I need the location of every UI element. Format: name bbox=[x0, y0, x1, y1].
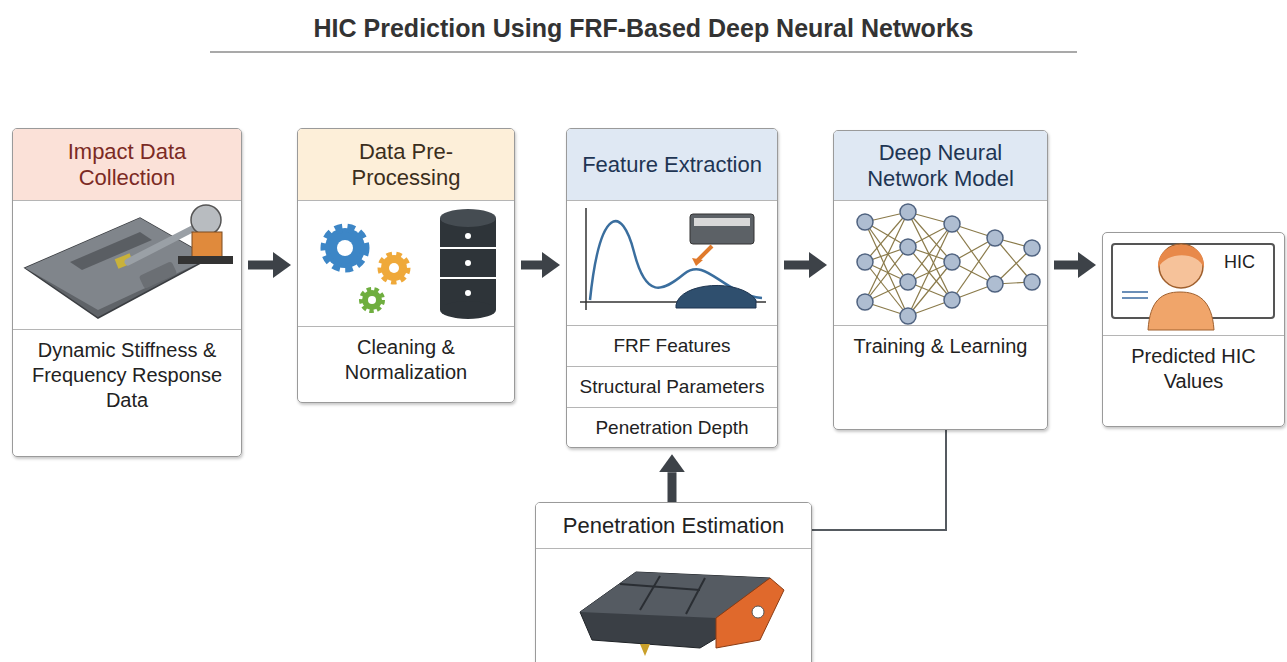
box-body-text: FRF Features bbox=[567, 325, 777, 366]
screen-label: HIC bbox=[1222, 252, 1257, 273]
process-box: Predicted HIC Values bbox=[1102, 232, 1285, 427]
illustration-area bbox=[298, 201, 514, 326]
flow-arrow bbox=[784, 261, 809, 270]
flow-arrow bbox=[668, 472, 677, 502]
feature-illustration bbox=[580, 208, 766, 310]
illustration-area bbox=[567, 201, 777, 325]
illustration-area bbox=[536, 549, 811, 662]
neural-network-illustration bbox=[857, 204, 1040, 324]
box-body-text: Cleaning & Normalization bbox=[298, 326, 514, 393]
box-heading: Impact Data Collection bbox=[13, 129, 241, 201]
process-box: Data Pre-ProcessingCleaning & Normalizat… bbox=[297, 128, 515, 403]
process-box: Penetration Estimation bbox=[535, 502, 812, 662]
box-heading: Penetration Estimation bbox=[536, 503, 811, 549]
flow-arrow bbox=[248, 261, 273, 270]
box-body-text: Structural Parameters bbox=[567, 366, 777, 407]
process-box: Deep Neural Network ModelTraining & Lear… bbox=[833, 130, 1048, 430]
connector-line bbox=[812, 430, 946, 530]
illustration-area bbox=[834, 201, 1047, 325]
process-box: Feature ExtractionFRF FeaturesStructural… bbox=[566, 128, 778, 448]
diagram-title: HIC Prediction Using FRF-Based Deep Neur… bbox=[0, 14, 1287, 43]
box-body-text: Predicted HIC Values bbox=[1103, 335, 1284, 402]
box-heading: Feature Extraction bbox=[567, 129, 777, 201]
preprocessing-illustration bbox=[325, 209, 496, 319]
box-body-text: Training & Learning bbox=[834, 325, 1047, 367]
box-heading: Deep Neural Network Model bbox=[834, 131, 1047, 201]
prediction-illustration bbox=[1112, 244, 1274, 330]
box-body-text: Dynamic Stiffness & Frequency Response D… bbox=[13, 329, 241, 421]
box-body-text: Penetration Depth bbox=[567, 407, 777, 448]
illustration-area bbox=[13, 201, 241, 329]
flow-arrow bbox=[1054, 261, 1078, 270]
box-heading: Data Pre-Processing bbox=[298, 129, 514, 201]
title-rule bbox=[210, 51, 1077, 52]
flow-arrow bbox=[521, 261, 542, 270]
impact-illustration bbox=[25, 205, 233, 318]
illustration-area bbox=[1103, 233, 1284, 335]
process-box: Impact Data CollectionDynamic Stiffness … bbox=[12, 128, 242, 457]
battery-pack-illustration bbox=[580, 572, 784, 656]
